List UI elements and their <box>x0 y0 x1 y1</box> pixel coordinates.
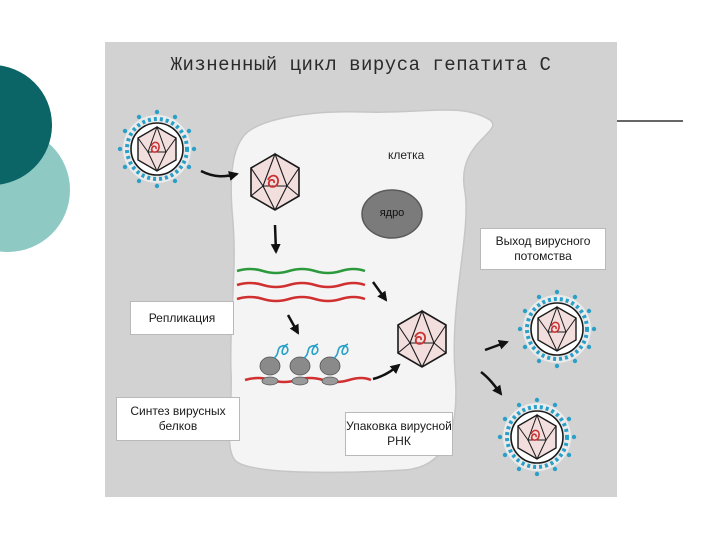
diagram-graphics <box>115 107 599 479</box>
nucleus-label: ядро <box>379 207 405 219</box>
replicating-rna <box>236 267 366 303</box>
packaging-arrow <box>372 363 401 381</box>
progeny-virion-1 <box>515 287 599 371</box>
replication-label-box: Репликация <box>130 301 234 335</box>
progeny-virion-2 <box>495 395 579 479</box>
entry-arrow <box>200 169 239 181</box>
rna-packaging-label-box: Упаковка вирусной РНК <box>345 412 453 456</box>
translation-arrow <box>286 314 300 335</box>
progeny-exit-label-box: Выход вирусного потомства <box>480 228 606 270</box>
assembly-arrow <box>371 281 388 302</box>
exit-arrow-2 <box>480 371 503 396</box>
decorative-circle-dark <box>0 65 52 185</box>
process-arrows <box>200 169 509 396</box>
exit-arrow-1 <box>484 340 509 352</box>
nucleus <box>361 189 423 239</box>
incoming-virion <box>115 107 199 191</box>
hcv-lifecycle-diagram: Жизненный цикл вируса гепатита С клетка … <box>105 42 617 497</box>
cell-label: клетка <box>388 148 425 162</box>
diagram-title: Жизненный цикл вируса гепатита С <box>170 54 552 76</box>
protein-synthesis-label-box: Синтез вирусных белков <box>116 397 240 441</box>
uncoating-arrow <box>270 224 281 254</box>
